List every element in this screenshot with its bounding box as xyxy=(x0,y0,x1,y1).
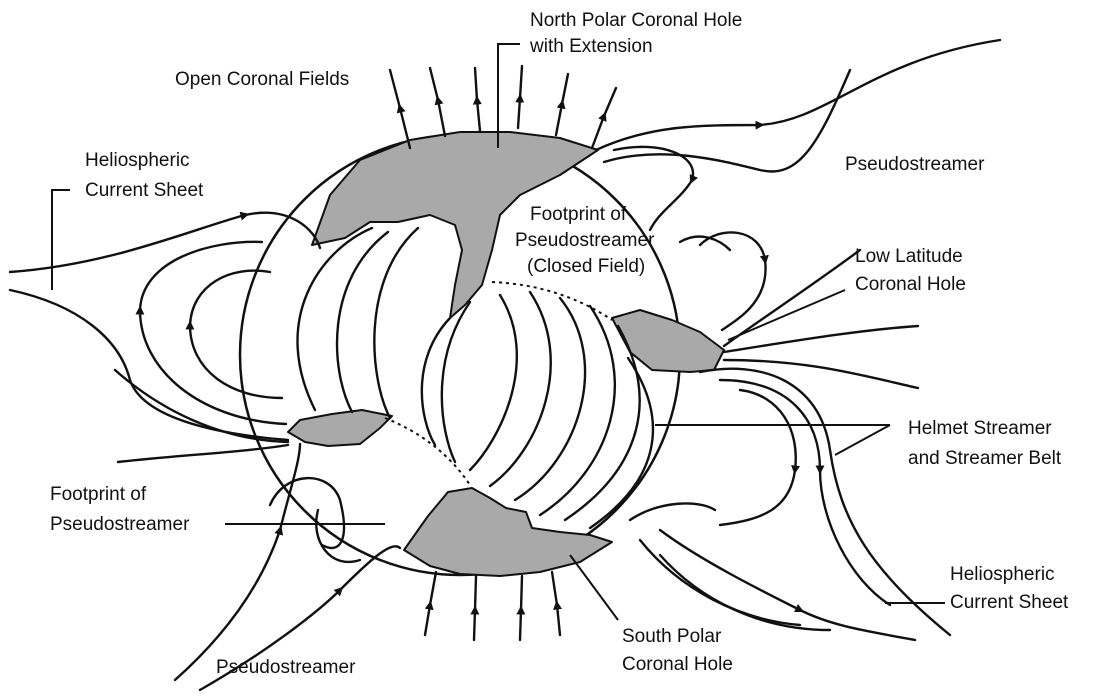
pointer-low-lat-hole xyxy=(728,290,845,340)
north-polar-hole-label-1: North Polar Coronal Hole xyxy=(530,10,742,31)
hcs-top-label-1: Heliospheric xyxy=(85,150,190,171)
low-lat-label-2: Coronal Hole xyxy=(855,274,966,295)
footprint-left-label-2: Pseudostreamer xyxy=(50,514,190,535)
pointer-helmet-streamer xyxy=(655,425,890,455)
footprint-closed-label-2: Pseudostreamer xyxy=(515,230,655,251)
helmet-label-2: and Streamer Belt xyxy=(908,448,1062,469)
hcs-top-label-2: Current Sheet xyxy=(85,180,204,201)
pointer-hcs-top xyxy=(52,190,70,290)
helmet-label-1: Helmet Streamer xyxy=(908,418,1052,439)
footprint-left-label-1: Footprint of xyxy=(50,484,147,505)
low-lat-label-1: Low Latitude xyxy=(855,246,963,267)
open-fields-label: Open Coronal Fields xyxy=(175,69,349,90)
south-open-field-lines xyxy=(425,572,560,640)
hcs-bottom-label-2: Current Sheet xyxy=(950,592,1069,613)
south-polar-label-2: Coronal Hole xyxy=(622,654,733,675)
pseudostreamer-top-label: Pseudostreamer xyxy=(845,154,985,175)
right-helmet-streamer-lines xyxy=(630,250,950,640)
pseudostreamer-bottom-label: Pseudostreamer xyxy=(216,657,356,678)
footprint-closed-label-3: (Closed Field) xyxy=(527,256,645,277)
footprint-closed-label-1: Footprint of xyxy=(530,204,627,225)
hcs-bottom-label-1: Heliospheric xyxy=(950,564,1055,585)
south-polar-label-1: South Polar xyxy=(622,626,722,647)
pointer-south-polar-hole xyxy=(570,555,618,620)
north-polar-hole-label-2: with Extension xyxy=(529,36,653,57)
